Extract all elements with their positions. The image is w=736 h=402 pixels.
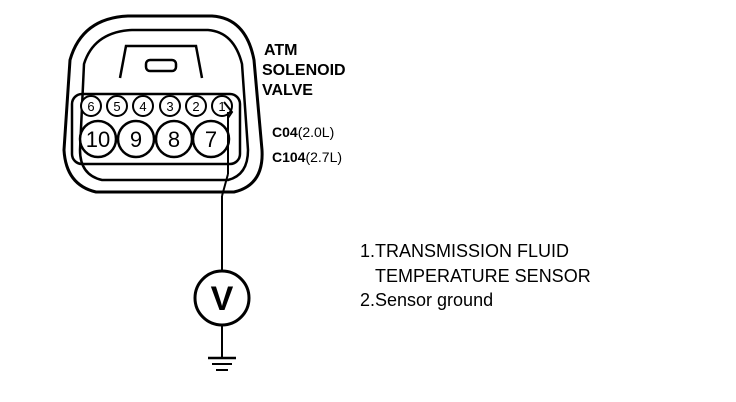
connector-latch (118, 44, 204, 79)
legend-item-2: 2.Sensor ground (360, 290, 493, 310)
pin-3: 3 (159, 95, 181, 117)
pin-label: 9 (130, 127, 142, 152)
code-c04: C04 (272, 124, 298, 140)
code-c104-engine: (2.7L) (305, 149, 342, 165)
connector-outer-shell (62, 14, 264, 194)
title-line-2: SOLENOID (262, 62, 346, 79)
code-c104: C104 (272, 149, 306, 165)
pin-6: 6 (80, 95, 102, 117)
pin-label: 6 (87, 99, 94, 114)
bottom-pin-row: 10 9 8 7 (78, 119, 231, 159)
voltmeter-symbol: V (211, 280, 234, 318)
pin-label: 8 (168, 127, 180, 152)
pin-2: 2 (185, 95, 207, 117)
pin-label: 4 (139, 99, 146, 114)
pin-cavity-frame (70, 92, 242, 166)
pin-5: 5 (106, 95, 128, 117)
title-line-1: ATM (264, 42, 297, 59)
legend-item-1-line-2: TEMPERATURE SENSOR (375, 266, 591, 286)
pin-8: 8 (154, 119, 194, 159)
voltmeter: V (193, 269, 251, 327)
pin-label: 1 (218, 99, 225, 114)
connector-inner-shell (78, 28, 250, 182)
code-line-1: C04(2.0L) (272, 124, 334, 140)
pin-10: 10 (78, 119, 118, 159)
pin-label: 7 (205, 127, 217, 152)
connector-codes: C04(2.0L) C104(2.7L) (272, 124, 342, 165)
pin-label: 3 (166, 99, 173, 114)
pin-4: 4 (132, 95, 154, 117)
pin-9: 9 (116, 119, 156, 159)
pin-7: 7 (191, 119, 231, 159)
legend-item-1-line-1: 1.TRANSMISSION FLUID (360, 241, 569, 261)
code-line-2: C104(2.7L) (272, 149, 342, 165)
ground-symbol-icon (208, 325, 236, 371)
legend: 1.TRANSMISSION FLUID TEMPERATURE SENSOR … (360, 241, 591, 310)
top-pin-row: 6 5 4 3 2 1 (80, 95, 233, 117)
probe-wire (221, 101, 234, 272)
pin-label: 5 (113, 99, 120, 114)
code-c04-engine: (2.0L) (298, 124, 335, 140)
connector-title: ATM SOLENOID VALVE (262, 42, 346, 99)
pin-label: 2 (192, 99, 199, 114)
pin-label: 10 (86, 127, 110, 152)
title-line-3: VALVE (262, 82, 313, 99)
pin-1: 1 (211, 95, 233, 117)
latch-slot (144, 58, 178, 73)
connector-housing (62, 14, 264, 194)
